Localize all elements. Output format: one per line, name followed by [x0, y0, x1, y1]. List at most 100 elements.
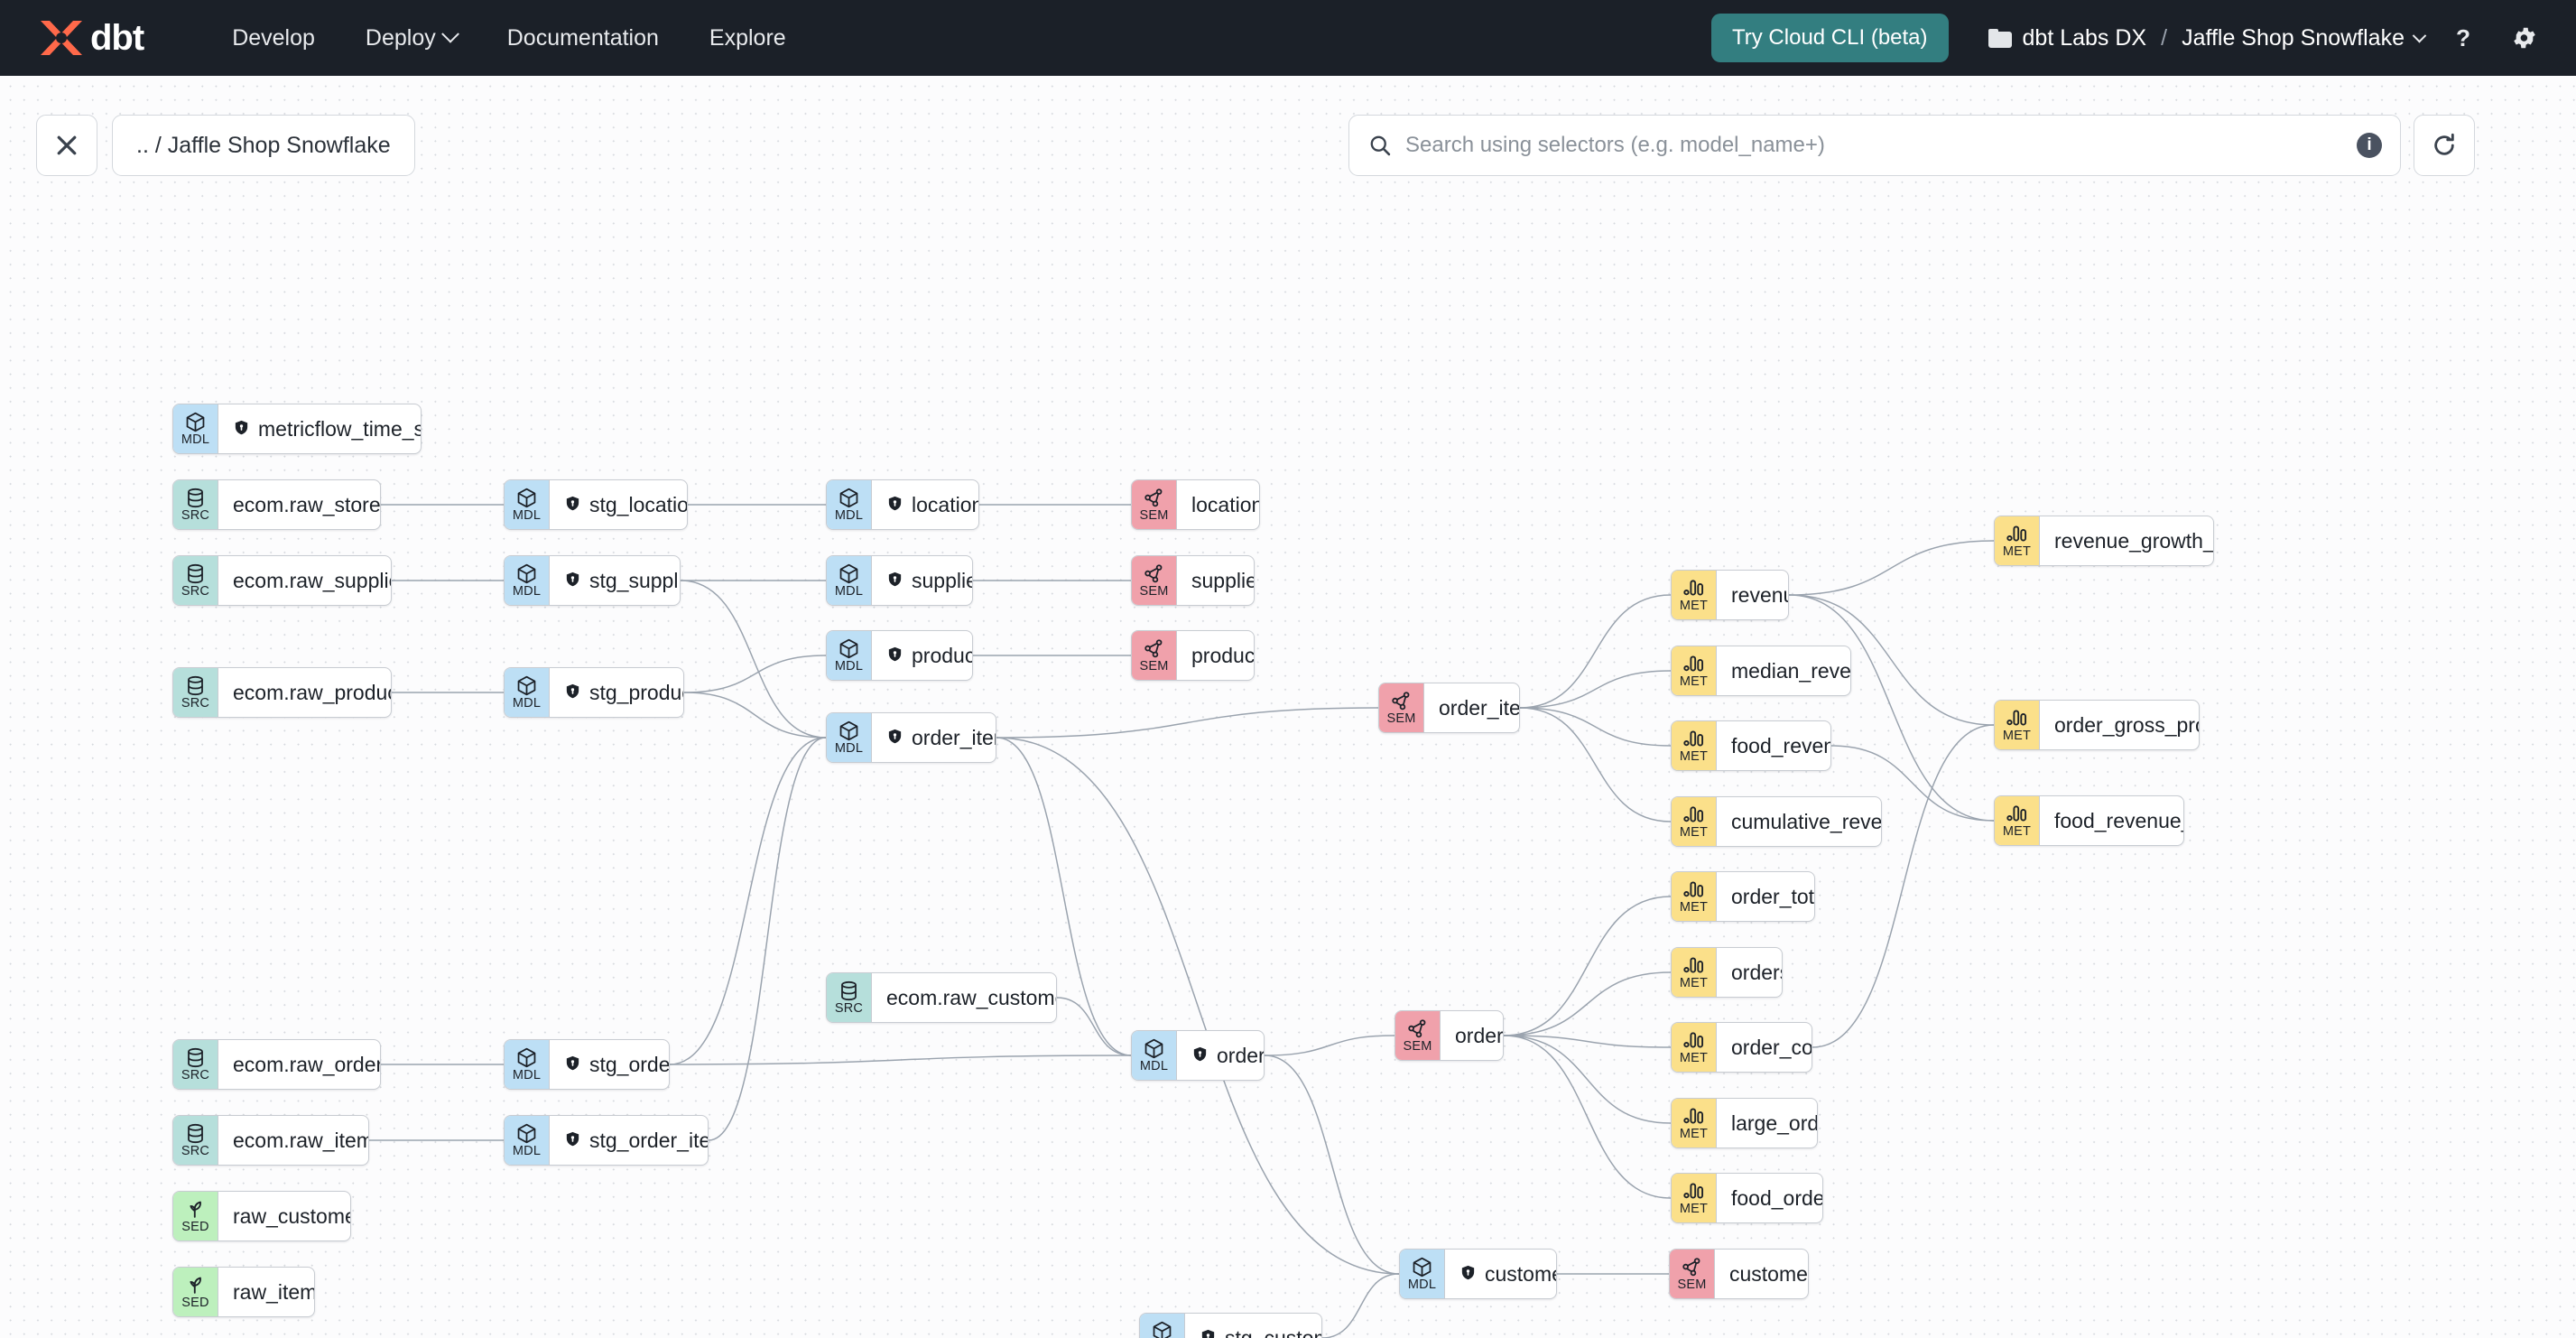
svg-text:?: ?	[2456, 24, 2470, 51]
node-type-abbr: MDL	[512, 1068, 542, 1082]
node-type-abbr: MET	[1679, 1202, 1709, 1216]
met-icon	[1682, 804, 1705, 826]
graph-node-products_mdl[interactable]: MDLproducts	[826, 630, 973, 681]
graph-node-supplies_mdl[interactable]: MDLsupplies	[826, 555, 973, 606]
graph-node-locations_mdl[interactable]: MDLlocations	[826, 479, 979, 530]
dbt-logo[interactable]: dbt	[36, 17, 144, 59]
info-icon[interactable]: i	[2357, 133, 2382, 158]
graph-node-customers_sem[interactable]: SEMcustomers	[1669, 1249, 1809, 1299]
node-label: food_orders	[1731, 1185, 1822, 1210]
graph-node-food_orders_met[interactable]: MET food_orders	[1671, 1173, 1823, 1223]
graph-breadcrumb[interactable]: .. / Jaffle Shop Snowflake	[112, 115, 415, 176]
shield-icon	[886, 644, 903, 668]
graph-node-customers_mdl[interactable]: MDLcustomers	[1399, 1249, 1557, 1299]
close-button[interactable]	[36, 115, 97, 176]
node-label: stg_orders	[589, 1052, 670, 1076]
graph-node-products_sem[interactable]: SEMproducts	[1131, 630, 1255, 681]
node-type-badge-mdl: MDL	[505, 1116, 550, 1165]
node-body: stg_supplies	[550, 556, 680, 605]
node-body: customers	[1715, 1250, 1808, 1298]
node-label: raw_items	[233, 1279, 314, 1304]
node-type-badge-sem: SEM	[1132, 631, 1177, 680]
graph-node-supplies_sem[interactable]: SEMsupplies	[1131, 555, 1255, 606]
refresh-button[interactable]	[2414, 115, 2475, 176]
node-type-abbr: MDL	[834, 659, 864, 674]
account-name[interactable]: dbt Labs DX	[2022, 24, 2147, 51]
node-body: supplies	[872, 556, 972, 605]
node-type-abbr: MDL	[512, 508, 542, 523]
nav-item-explore[interactable]: Explore	[709, 25, 786, 51]
lineage-edge	[996, 707, 1379, 739]
shield-icon	[886, 569, 903, 593]
graph-node-stg_orders[interactable]: MDL stg_orders	[504, 1039, 670, 1090]
folder-icon	[1988, 28, 2012, 48]
node-label: ecom.raw_items	[233, 1128, 369, 1152]
search-input[interactable]	[1405, 133, 2357, 158]
settings-button[interactable]	[2502, 15, 2547, 60]
account-project-breadcrumb: dbt Labs DX / Jaffle Shop Snowflake	[1988, 24, 2427, 51]
mdl-icon	[1151, 1320, 1173, 1338]
nav-item-develop[interactable]: Develop	[232, 25, 315, 51]
met-icon	[1682, 728, 1705, 750]
node-type-badge-src: SRC	[173, 480, 218, 529]
graph-node-orders_sem[interactable]: SEMorders	[1395, 1010, 1504, 1061]
graph-node-order_gross_profit_met[interactable]: MET order_gross_profit	[1994, 700, 2200, 750]
node-type-badge-mdl: MDL	[505, 480, 550, 529]
close-icon	[57, 135, 77, 155]
lineage-edge	[1503, 1035, 1672, 1048]
node-body: order_gross_profit	[2040, 701, 2199, 749]
nav-item-deploy[interactable]: Deploy	[366, 25, 459, 51]
node-type-abbr: MET	[1679, 1127, 1709, 1141]
node-type-badge-mdl: MDL	[827, 480, 872, 529]
nav-item-documentation[interactable]: Documentation	[507, 25, 659, 51]
try-cloud-cli-button[interactable]: Try Cloud CLI (beta)	[1711, 14, 1949, 62]
node-label: cumulative_revenue	[1731, 809, 1882, 833]
node-body: ecom.raw_orders	[218, 1040, 380, 1089]
mdl-icon	[1411, 1256, 1433, 1278]
graph-node-locations_sem[interactable]: SEMlocations	[1131, 479, 1260, 530]
help-button[interactable]: ?	[2441, 15, 2486, 60]
node-label: supplies	[912, 568, 972, 592]
project-selector[interactable]: Jaffle Shop Snowflake	[2182, 25, 2427, 51]
node-type-abbr: MET	[2002, 729, 2032, 743]
sem-icon	[1143, 637, 1165, 660]
node-label: metricflow_time_spine	[258, 416, 421, 441]
graph-node-orders_mdl[interactable]: MDLorders	[1131, 1030, 1265, 1081]
src-icon	[184, 1122, 207, 1145]
lineage-edge	[1519, 707, 1672, 747]
node-type-badge-src: SRC	[173, 556, 218, 605]
met-icon	[1682, 1029, 1705, 1052]
node-body: ecom.raw_supplies	[218, 556, 391, 605]
search-box[interactable]: i	[1348, 115, 2401, 176]
node-type-badge-met: MET	[1672, 872, 1717, 921]
shield-icon	[1191, 1044, 1209, 1068]
mdl-icon	[515, 1046, 538, 1069]
graph-node-orders_met[interactable]: METorders	[1671, 947, 1783, 998]
